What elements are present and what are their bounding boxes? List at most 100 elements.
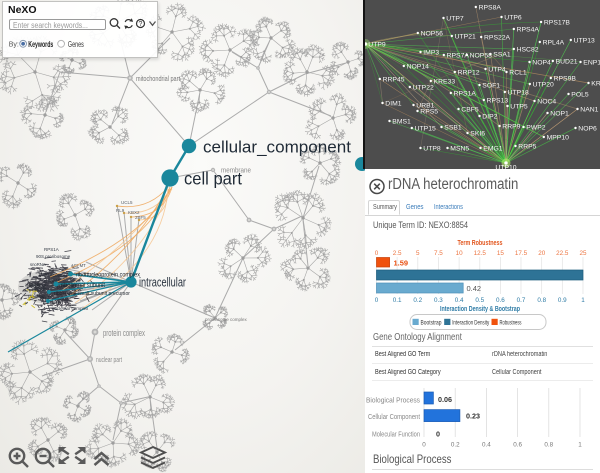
svg-text:UCL5: UCL5 — [121, 200, 133, 205]
svg-text:GOIA: GOIA — [44, 279, 55, 284]
svg-text:NOP56: NOP56 — [421, 30, 444, 37]
svg-text:nucleolar complex: nucleolar complex — [52, 306, 89, 311]
svg-text:Genes: Genes — [68, 39, 84, 49]
svg-text:1: 1 — [578, 442, 582, 449]
svg-text:RCL1: RCL1 — [509, 69, 527, 76]
svg-text:UTP21: UTP21 — [455, 33, 476, 40]
svg-text:UTP22: UTP22 — [413, 84, 434, 91]
svg-text:RPS1A: RPS1A — [454, 90, 477, 97]
svg-text:0: 0 — [375, 297, 379, 304]
svg-text:snoRNA: snoRNA — [30, 262, 46, 267]
svg-text:SKI6: SKI6 — [470, 130, 485, 137]
svg-text:MSN5: MSN5 — [450, 145, 469, 152]
svg-text:Cellular Component: Cellular Component — [368, 414, 420, 421]
svg-text:Molecular Function: Molecular Function — [372, 432, 420, 439]
svg-text:MPP10: MPP10 — [547, 134, 570, 141]
svg-text:0: 0 — [422, 442, 426, 449]
svg-text:NOP1: NOP1 — [550, 110, 569, 117]
svg-text:ribosomal small subunit precur: ribosomal small subunit precursor — [54, 291, 130, 297]
svg-text:0: 0 — [436, 430, 440, 439]
svg-text:NOC4: NOC4 — [537, 98, 556, 105]
svg-text:DMNGAI: DMNGAI — [50, 273, 67, 278]
svg-text:SSB1: SSB1 — [444, 124, 462, 131]
svg-text:25: 25 — [579, 250, 587, 257]
svg-text:EMG1: EMG1 — [483, 145, 502, 152]
svg-text:PWP2: PWP2 — [526, 124, 545, 131]
svg-text:0.5: 0.5 — [475, 297, 484, 304]
svg-text:QHUJ: QHUJ — [40, 295, 51, 300]
svg-text:0.2: 0.2 — [413, 297, 422, 304]
svg-text:Robustness: Robustness — [500, 320, 522, 327]
svg-text:Term Robustness: Term Robustness — [458, 238, 503, 247]
svg-text:SOF1: SOF1 — [482, 82, 500, 89]
svg-text:7.5: 7.5 — [434, 250, 443, 257]
svg-text:OQSGFZ: OQSGFZ — [32, 287, 50, 292]
svg-text:UTP6: UTP6 — [504, 14, 522, 21]
svg-text:mitochondrial part: mitochondrial part — [136, 74, 181, 83]
svg-text:BMS1: BMS1 — [392, 118, 411, 125]
svg-text:KBX2: KBX2 — [128, 210, 140, 215]
svg-text:Bootstrap: Bootstrap — [421, 320, 442, 327]
svg-text:90S preribosome: 90S preribosome — [36, 254, 71, 259]
svg-text:cellular_component: cellular_component — [203, 139, 351, 157]
svg-text:0.8: 0.8 — [537, 297, 546, 304]
svg-text:0.23: 0.23 — [466, 412, 480, 421]
svg-text:UTP13: UTP13 — [574, 37, 595, 44]
svg-text:RPS1A: RPS1A — [44, 247, 59, 252]
svg-text:DIM1: DIM1 — [385, 100, 401, 107]
svg-text:SSA1: SSA1 — [493, 51, 511, 58]
svg-text:URB1: URB1 — [416, 102, 434, 109]
svg-text:0.8: 0.8 — [544, 442, 553, 449]
svg-text:RL9: RL9 — [116, 208, 125, 213]
svg-text:IMP3: IMP3 — [423, 49, 439, 56]
svg-text:KRE33: KRE33 — [434, 78, 456, 85]
svg-text:CJKAN: CJKAN — [54, 297, 68, 302]
svg-text:WDAB: WDAB — [48, 278, 61, 283]
svg-text:TAYO: TAYO — [56, 285, 68, 290]
svg-text:NAN1: NAN1 — [580, 106, 598, 113]
svg-text:0.3: 0.3 — [434, 297, 443, 304]
svg-text:5: 5 — [416, 250, 420, 257]
svg-text:TAQC: TAQC — [38, 272, 49, 277]
svg-text:RRP45: RRP45 — [383, 76, 405, 83]
svg-text:cell part: cell part — [184, 169, 242, 189]
svg-text:UTP5: UTP5 — [510, 103, 528, 110]
svg-text:1.59: 1.59 — [394, 259, 409, 268]
svg-text:0.9: 0.9 — [558, 297, 567, 304]
svg-text:15: 15 — [497, 250, 505, 257]
svg-text:20: 20 — [538, 250, 546, 257]
svg-text:0.1: 0.1 — [393, 297, 402, 304]
svg-text:UINRCW: UINRCW — [29, 283, 46, 288]
svg-text:membrane: membrane — [221, 166, 251, 175]
svg-text:2BF5: 2BF5 — [135, 215, 146, 220]
svg-text:Biological Process: Biological Process — [366, 398, 420, 405]
svg-text:ribonucleoprotein complex: ribonucleoprotein complex — [76, 273, 140, 279]
svg-text:UTP10: UTP10 — [495, 165, 516, 169]
svg-text:RPL4A: RPL4A — [543, 39, 565, 46]
svg-text:OQGX: OQGX — [33, 286, 46, 291]
svg-text:RRP9: RRP9 — [502, 123, 520, 130]
svg-text:10: 10 — [456, 250, 464, 257]
svg-text:?: ? — [139, 21, 143, 28]
svg-text:UTP18: UTP18 — [508, 89, 529, 96]
svg-text:0.06: 0.06 — [438, 395, 452, 404]
svg-text:protein complex: protein complex — [103, 328, 145, 339]
svg-text:Keywords: Keywords — [28, 39, 53, 49]
svg-text:12.5: 12.5 — [474, 250, 487, 257]
svg-text:KRI1: KRI1 — [591, 80, 600, 87]
svg-text:NOP14: NOP14 — [407, 63, 430, 70]
svg-text:1: 1 — [581, 297, 585, 304]
svg-text:UTP20: UTP20 — [533, 81, 554, 88]
svg-text:0.42: 0.42 — [467, 284, 482, 293]
svg-text:RPS4A: RPS4A — [517, 26, 540, 33]
svg-text:BUD21: BUD21 — [556, 58, 578, 65]
svg-text:Interaction Density: Interaction Density — [452, 320, 489, 327]
svg-text:RPS5: RPS5 — [420, 108, 438, 115]
svg-text:DIP2: DIP2 — [482, 113, 497, 120]
svg-text:POL5: POL5 — [571, 91, 589, 98]
svg-text:ENP1: ENP1 — [583, 59, 600, 66]
svg-text:0.4: 0.4 — [482, 442, 491, 449]
svg-text:NOP58: NOP58 — [470, 52, 493, 59]
svg-text:DOJE: DOJE — [30, 282, 41, 287]
svg-text:Interaction Density & Bootstra: Interaction Density & Bootstrap — [440, 304, 520, 313]
